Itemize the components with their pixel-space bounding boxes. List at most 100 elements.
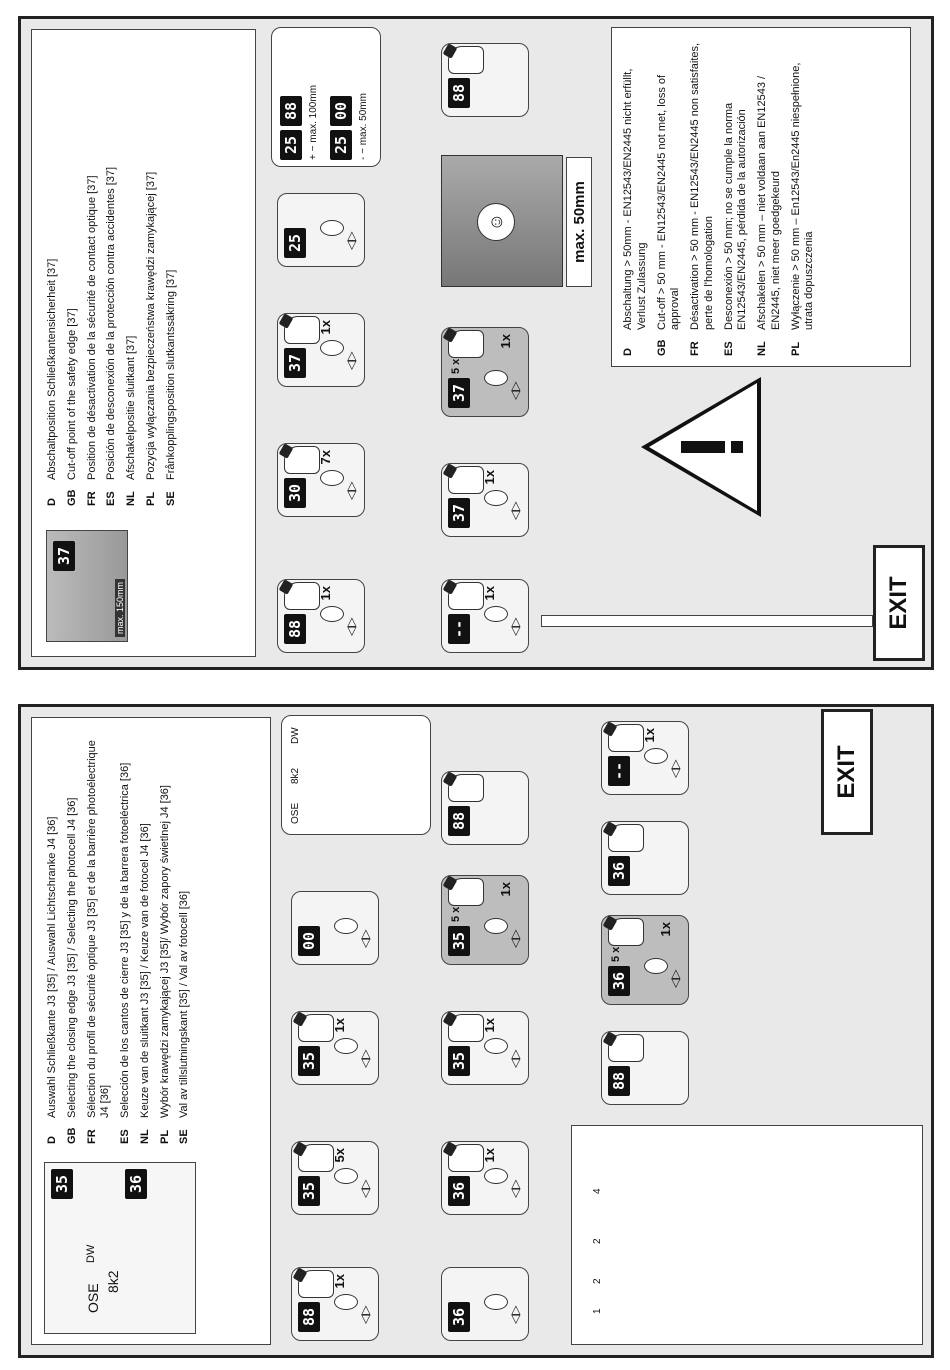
step-8: 88 bbox=[441, 43, 529, 117]
step-display: 36 bbox=[448, 1176, 470, 1206]
diagram-number: 2 bbox=[592, 1238, 603, 1244]
press-count: 1x bbox=[482, 1018, 497, 1033]
button-icon bbox=[320, 340, 344, 356]
arrow-buttons-icon: ◁▷ bbox=[344, 231, 358, 250]
hand-icon bbox=[448, 582, 484, 610]
b-step-13: -- 1x ◁▷ bbox=[601, 721, 689, 795]
smiley-icon: ☺ bbox=[477, 203, 515, 241]
button-icon bbox=[484, 490, 508, 506]
header-display: 37 bbox=[53, 541, 75, 571]
b-step-7: 36 1x ◁▷ bbox=[441, 1141, 529, 1215]
step-display: -- bbox=[448, 614, 470, 644]
b-step-5: 88 bbox=[441, 771, 529, 845]
hand-icon bbox=[448, 466, 484, 494]
arrow-buttons-icon: ◁▷ bbox=[668, 759, 682, 778]
arrow-buttons-icon: ◁▷ bbox=[508, 501, 522, 520]
button-icon bbox=[644, 748, 668, 764]
step-display: 00 bbox=[298, 926, 320, 956]
step-display: 36 bbox=[608, 966, 630, 996]
step-display: 35 bbox=[448, 1046, 470, 1076]
press-count: 5x bbox=[332, 1148, 347, 1163]
step-display: 37 bbox=[448, 498, 470, 528]
hand-icon bbox=[448, 330, 484, 358]
hand-icon bbox=[608, 918, 644, 946]
step-display: 36 bbox=[448, 1302, 470, 1332]
press-count: 1x bbox=[332, 1018, 347, 1033]
b-step-12: 36 bbox=[601, 821, 689, 895]
arrow-buttons-icon: ◁▷ bbox=[358, 1305, 372, 1324]
blink-count: 5 x bbox=[450, 358, 462, 374]
step-7: 37 5 x 1x ◁▷ bbox=[441, 327, 529, 417]
arrow-buttons-icon: ◁▷ bbox=[358, 929, 372, 948]
button-icon bbox=[334, 1294, 358, 1310]
press-count: 1x bbox=[318, 586, 333, 601]
diagram-number: 4 bbox=[592, 1188, 603, 1194]
arrow-buttons-icon: ◁▷ bbox=[344, 351, 358, 370]
button-icon bbox=[334, 1168, 358, 1184]
callout-display: 88 bbox=[280, 96, 302, 126]
step-display: 35 bbox=[298, 1176, 320, 1206]
blink-count: 5 x bbox=[450, 906, 462, 922]
step-display: 35 bbox=[448, 926, 470, 956]
button-icon bbox=[320, 606, 344, 622]
hand-icon bbox=[448, 878, 484, 906]
b-step-4: 00 ◁▷ bbox=[291, 891, 379, 965]
hand-icon bbox=[298, 1144, 334, 1172]
press-count: 1x bbox=[658, 922, 673, 937]
device-diagrams: 1 2 2 4 bbox=[571, 1125, 923, 1345]
b-step-3: 35 1x ◁▷ bbox=[291, 1011, 379, 1085]
b-step-6: 36 ◁▷ bbox=[441, 1267, 529, 1341]
arrow-buttons-icon: ◁▷ bbox=[344, 481, 358, 500]
step-display: 88 bbox=[608, 1066, 630, 1096]
exit-arrow bbox=[541, 615, 873, 627]
step-display: 37 bbox=[284, 348, 306, 378]
press-count: 1x bbox=[642, 728, 657, 743]
button-icon bbox=[644, 958, 668, 974]
callout-display: 25 bbox=[330, 130, 352, 160]
arrow-buttons-icon: ◁▷ bbox=[508, 617, 522, 636]
button-icon bbox=[484, 1294, 508, 1310]
hand-icon bbox=[284, 316, 320, 344]
button-icon bbox=[484, 1038, 508, 1054]
b-step-9: 35 5 x 1x ◁▷ bbox=[441, 875, 529, 965]
button-icon bbox=[320, 470, 344, 486]
exit-box: EXIT bbox=[821, 709, 873, 835]
press-count: 1x bbox=[482, 470, 497, 485]
hand-icon bbox=[284, 446, 320, 474]
arrow-buttons-icon: ◁▷ bbox=[344, 617, 358, 636]
side-devices: 35 36 OSE DW 8k2 bbox=[44, 1162, 196, 1334]
dw-label: DW bbox=[85, 1244, 97, 1263]
arrow-buttons-icon: ◁▷ bbox=[508, 1179, 522, 1198]
hand-icon bbox=[298, 1270, 334, 1298]
max-label-box: max. 50mm bbox=[566, 157, 592, 287]
arrow-buttons-icon: ◁▷ bbox=[508, 929, 522, 948]
side-display: 35 bbox=[51, 1169, 73, 1199]
side-display: 36 bbox=[125, 1169, 147, 1199]
callout-plus-text: + ~ max. 100mm bbox=[308, 84, 319, 160]
step-display: 35 bbox=[298, 1046, 320, 1076]
8k2-label: 8k2 bbox=[105, 1270, 121, 1293]
door-closed-illustration: ☺ bbox=[441, 155, 563, 287]
blink-count: 5 x bbox=[610, 946, 622, 962]
hand-icon bbox=[608, 1034, 644, 1062]
exit-box: EXIT bbox=[873, 545, 925, 661]
hand-icon bbox=[298, 1014, 334, 1042]
step-1: 88 1x ◁▷ bbox=[277, 579, 365, 653]
step-2: 30 7x ◁▷ bbox=[277, 443, 365, 517]
adjust-callout: 25 88 + ~ max. 100mm 25 00 - ~ max. 50mm bbox=[271, 27, 381, 167]
callout-display: 25 bbox=[280, 130, 302, 160]
step-display: 37 bbox=[448, 378, 470, 408]
step-display: -- bbox=[608, 756, 630, 786]
step-display: 88 bbox=[448, 806, 470, 836]
callout-dw-label: DW bbox=[290, 727, 301, 744]
arrow-buttons-icon: ◁▷ bbox=[508, 1049, 522, 1068]
header-max-label: max. 150mm bbox=[115, 578, 125, 637]
press-count: 1x bbox=[482, 586, 497, 601]
b-step-1: 88 1x ◁▷ bbox=[291, 1267, 379, 1341]
callout-minus-text: - ~ max. 50mm bbox=[358, 93, 369, 160]
step-3: 37 1x ◁▷ bbox=[277, 313, 365, 387]
